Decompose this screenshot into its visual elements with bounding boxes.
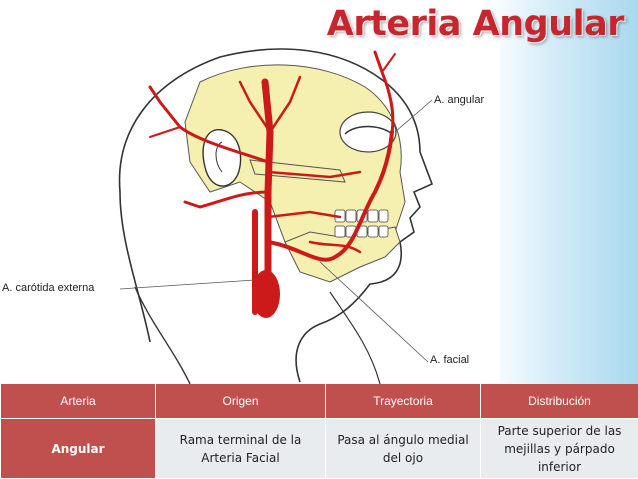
header-distribucion: Distribución [480, 384, 638, 419]
external-carotid-label: A. carótida externa [2, 282, 95, 294]
cell-origen: Rama terminal de la Arteria Facial [155, 418, 326, 479]
facial-artery-label: A. facial [430, 354, 470, 366]
table-header-row: Arteria Origen Trayectoria Distribución [0, 384, 638, 419]
header-origen: Origen [155, 384, 326, 419]
cell-trayectoria: Pasa al ángulo medial del ojo [325, 418, 481, 479]
slide-title: Arteria Angular [326, 4, 625, 44]
table-row: Angular Rama terminal de la Arteria Faci… [0, 418, 638, 479]
anatomy-drawing [118, 48, 434, 384]
artery-info-table: Arteria Origen Trayectoria Distribución … [0, 384, 638, 479]
angular-artery-label: A. angular [434, 94, 485, 106]
cell-arteria: Angular [0, 418, 156, 479]
header-arteria: Arteria [0, 384, 156, 419]
header-trayectoria: Trayectoria [325, 384, 481, 419]
cell-distribucion: Parte superior de las mejillas y párpado… [480, 418, 638, 479]
head-artery-illustration: A. angular A. carótida externa A. facial [0, 42, 500, 384]
